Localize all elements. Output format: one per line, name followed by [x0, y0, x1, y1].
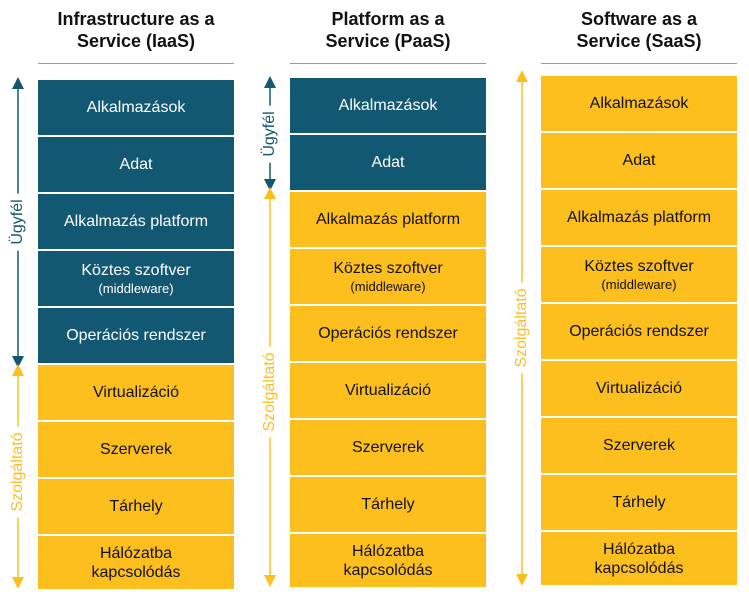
block-label: Alkalmazás platform: [566, 209, 712, 226]
block-label: Szerverek: [99, 441, 173, 458]
iaas-customer-label: Ügyfél: [9, 193, 27, 251]
block-sublabel: (middleware): [350, 278, 426, 294]
iaas-block-app-platform: Alkalmazás platform: [38, 194, 234, 249]
paas-block-data: Adat: [290, 135, 486, 190]
block-label: Hálózatba: [99, 544, 173, 562]
iaas-title-line2: Service (IaaS): [76, 31, 196, 51]
block-label: Adat: [622, 152, 656, 169]
paas-block-servers: Szerverek: [290, 420, 486, 475]
paas-customer-label: Ügyfél: [261, 105, 279, 163]
block-label: Hálózatba: [602, 540, 676, 558]
block-label-line2: kapcsolódás: [91, 563, 181, 581]
saas-block-os: Operációs rendszer: [541, 304, 737, 359]
block-label: Alkalmazások: [338, 97, 438, 114]
block-label: Operációs rendszer: [318, 325, 458, 342]
block-label: Adat: [119, 156, 153, 173]
paas-block-storage: Tárhely: [290, 477, 486, 532]
iaas-provider-label: Szolgáltató: [9, 426, 27, 518]
block-label: Virtualizáció: [596, 380, 682, 397]
saas-block-middleware: Köztes szoftver(middleware): [541, 247, 737, 302]
block-label: Operációs rendszer: [66, 327, 206, 344]
iaas-block-applications: Alkalmazások: [38, 80, 234, 135]
iaas-block-servers: Szerverek: [38, 422, 234, 477]
block-label-line2: kapcsolódás: [594, 559, 684, 577]
saas-title: Software as a Service (SaaS): [541, 8, 737, 52]
block-label: Köztes szoftver: [333, 259, 443, 277]
saas-title-line1: Software as a: [580, 9, 698, 29]
block-sublabel: (middleware): [98, 280, 174, 296]
iaas-block-storage: Tárhely: [38, 479, 234, 534]
saas-block-data: Adat: [541, 133, 737, 188]
block-label: Tárhely: [109, 498, 163, 515]
block-label: Alkalmazások: [589, 95, 689, 112]
saas-block-servers: Szerverek: [541, 418, 737, 473]
saas-provider-label: Szolgáltató: [513, 282, 531, 374]
block-label: Szerverek: [602, 437, 676, 454]
block-label-line2: kapcsolódás: [343, 561, 433, 579]
block-label: Tárhely: [612, 494, 666, 511]
iaas-block-data: Adat: [38, 137, 234, 192]
saas-block-applications: Alkalmazások: [541, 76, 737, 131]
block-label: Virtualizáció: [345, 382, 431, 399]
paas-title: Platform as a Service (PaaS): [290, 8, 486, 52]
block-label: Tárhely: [361, 496, 415, 513]
paas-title-line1: Platform as a: [331, 9, 445, 29]
block-label: Virtualizáció: [93, 384, 179, 401]
block-label: Hálózatba: [351, 542, 425, 560]
iaas-title-line1: Infrastructure as a: [57, 9, 215, 29]
block-label: Köztes szoftver: [81, 261, 191, 279]
iaas-block-os: Operációs rendszer: [38, 308, 234, 363]
paas-title-line2: Service (PaaS): [325, 31, 451, 51]
saas-block-storage: Tárhely: [541, 475, 737, 530]
saas-title-line2: Service (SaaS): [576, 31, 702, 51]
iaas-block-middleware: Köztes szoftver(middleware): [38, 251, 234, 306]
block-label: Alkalmazások: [86, 99, 186, 116]
iaas-title-rule: [38, 63, 234, 64]
block-label: Alkalmazás platform: [63, 213, 209, 230]
block-label: Alkalmazás platform: [315, 211, 461, 228]
block-label: Köztes szoftver: [584, 257, 694, 275]
block-label: Operációs rendszer: [569, 323, 709, 340]
block-label: Szerverek: [351, 439, 425, 456]
paas-block-app-platform: Alkalmazás platform: [290, 192, 486, 247]
paas-block-os: Operációs rendszer: [290, 306, 486, 361]
paas-block-middleware: Köztes szoftver(middleware): [290, 249, 486, 304]
paas-block-applications: Alkalmazások: [290, 78, 486, 133]
iaas-block-virtualization: Virtualizáció: [38, 365, 234, 420]
paas-provider-label: Szolgáltató: [261, 346, 279, 438]
saas-block-virtualization: Virtualizáció: [541, 361, 737, 416]
saas-title-rule: [541, 63, 737, 64]
paas-title-rule: [290, 63, 486, 64]
block-label: Adat: [371, 154, 405, 171]
iaas-title: Infrastructure as a Service (IaaS): [38, 8, 234, 52]
paas-block-virtualization: Virtualizáció: [290, 363, 486, 418]
block-sublabel: (middleware): [601, 276, 677, 292]
saas-block-app-platform: Alkalmazás platform: [541, 190, 737, 245]
